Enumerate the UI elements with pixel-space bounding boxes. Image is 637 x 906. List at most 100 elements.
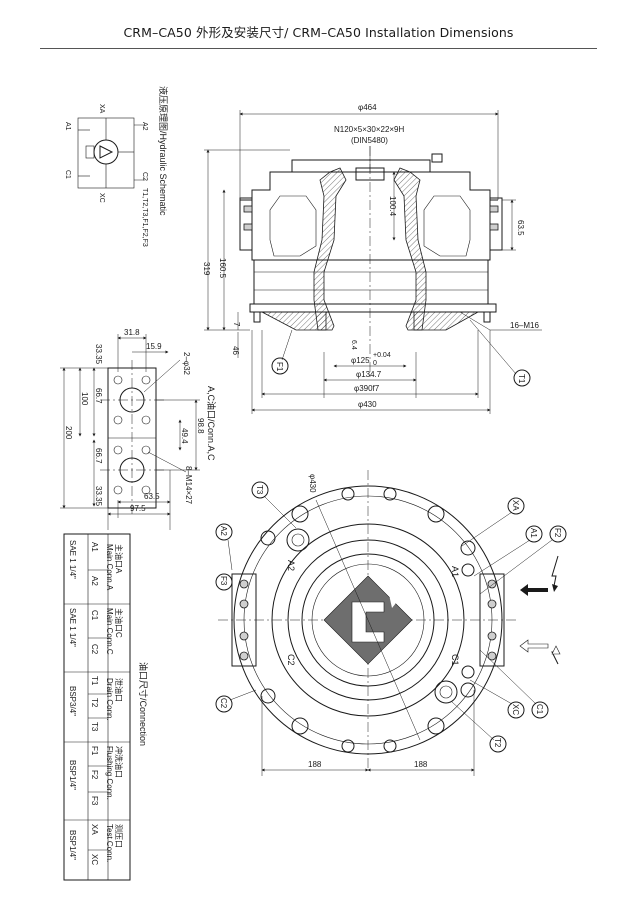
dim-66-7-bottom: 66.7 (94, 448, 103, 464)
schematic-label-drain-flush: T1,T2,T3,F1,F2,F3 (141, 188, 148, 247)
table-frame (63, 533, 131, 881)
table-size-a: SAE 1 1/4" (68, 540, 77, 579)
callout-t1 (513, 369, 531, 387)
hydraulic-schematic: A1 A2 C1 C2 XA XC T1,T2,T3,F1,F2,F3 液压原理… (64, 86, 169, 247)
dim-d464: φ464 (358, 103, 377, 112)
dim-d319: 319 (202, 262, 211, 276)
table-drain-cn: 泄油口 (114, 678, 124, 702)
front-view: A2 A1 C2 C1 φ430 188 188 T3 XA (215, 470, 567, 776)
dim-63-5: 63.5 (144, 492, 160, 501)
dim-97-5: 97.5 (130, 504, 146, 513)
dim-d430: φ430 (358, 400, 377, 409)
dim-din5480: (DIN5480) (351, 136, 388, 145)
motor-symbol (93, 139, 119, 165)
dim-16-m16: 16–M16 (510, 321, 539, 330)
lower-housing (253, 259, 489, 305)
dim-d390f7: φ390f7 (354, 384, 380, 393)
dim-31-8: 31.8 (124, 328, 140, 337)
callout-c2 (215, 695, 233, 713)
dim-33-35-top: 33.35 (94, 344, 103, 365)
port-flange-view: 31.8 15.9 33.35 66.7 100 200 66.7 33.35 (60, 328, 217, 530)
schematic-label-c2: C2 (141, 172, 148, 181)
dim-d7: 7 (232, 322, 241, 327)
dim-d6-4: 6.4 (350, 340, 357, 350)
left-lug-bolts (239, 579, 249, 661)
callout-t3 (251, 481, 269, 499)
callout-f2 (549, 525, 567, 543)
dim-200: 200 (64, 426, 73, 440)
dim-d125: φ125 (351, 356, 370, 365)
table-flush-en: Flushing Conn. (105, 746, 114, 800)
table-size-c: SAE 1 1/4" (68, 608, 77, 647)
callout-t1-label: T1 (517, 374, 526, 384)
table-size-test: BSP1/4" (68, 830, 77, 860)
table-c-en: Main Conn.C (105, 608, 114, 655)
dim-33-35-bottom: 33.35 (94, 486, 103, 507)
face-label-a2: A2 (286, 560, 296, 571)
face-label-c1: C1 (450, 654, 460, 666)
callout-f3 (215, 573, 233, 591)
table-port-t2: T2 (90, 698, 99, 708)
callout-f1-label: F1 (275, 362, 284, 372)
table-port-t1: T1 (90, 676, 99, 686)
dim-2-phi32: 2–φ32 (182, 352, 191, 376)
dim-d46: 46 (231, 346, 240, 355)
mounting-flange (249, 303, 497, 313)
table-port-f3: F3 (90, 796, 99, 806)
table-port-t3: T3 (90, 722, 99, 732)
header-divider (40, 48, 597, 49)
callout-a1 (525, 525, 543, 543)
shaft-wall-left (313, 167, 347, 331)
callout-a2-label: A2 (219, 526, 228, 536)
table-title: 油口尺寸/Connection (138, 662, 149, 746)
table-size-flush: BSP1/4" (68, 760, 77, 790)
left-lug (231, 573, 257, 667)
dim-15-9: 15.9 (146, 342, 162, 351)
port-bosses (286, 528, 475, 704)
table-port-f2: F2 (90, 770, 99, 780)
table-port-xa: XA (90, 824, 99, 835)
table-c-cn: 主油口C (114, 608, 124, 638)
callout-xa-label: XA (511, 500, 520, 511)
shaft-wall-right (393, 167, 427, 331)
table-test-cn: 测压口 (114, 824, 123, 848)
dim-d63-5: 63.5 (516, 220, 525, 236)
callout-a1-label: A1 (529, 528, 538, 538)
dim-d160-5: 160.5 (218, 258, 227, 279)
dim-100: 100 (80, 392, 89, 406)
table-port-xc: XC (90, 854, 99, 865)
dim-spline: N120×5×30×22×9H (334, 125, 405, 134)
table-size-drain: BSP3/4" (68, 686, 77, 716)
port-view-caption: A,C油口/Conn.A,C (206, 386, 217, 461)
face-label-c2: C2 (286, 654, 296, 666)
dim-d134-7: φ134.7 (356, 370, 382, 379)
callout-f1 (271, 357, 289, 375)
schematic-label-c1: C1 (64, 170, 71, 179)
dim-49-4: 49.4 (180, 428, 189, 444)
schematic-label-xa: XA (98, 104, 105, 114)
dim-d125-tol-lower: 0 (373, 360, 377, 367)
connection-table: 主油口A Main Conn.A A1 A2 SAE 1 1/4" 主油口C M… (63, 533, 149, 881)
callout-f3-label: F3 (219, 576, 228, 586)
table-port-a1: A1 (90, 542, 99, 552)
callout-xc-label: XC (511, 704, 520, 715)
right-lug (479, 573, 505, 667)
callout-a2 (215, 523, 233, 541)
callout-xc (507, 701, 525, 719)
callout-xa (507, 497, 525, 515)
schematic-label-a2: A2 (141, 122, 148, 131)
dim-d100-4: 100.4 (388, 196, 397, 217)
table-drain-en: Drain Conn. (105, 678, 114, 721)
flow-arrows (519, 555, 561, 665)
dim-8-m14x27: 8–M14×27 (184, 466, 193, 505)
schematic-label-xc: XC (98, 193, 105, 203)
front-dim-188-left: 188 (308, 760, 322, 769)
callout-c2-label: C2 (219, 698, 228, 709)
dim-66-7-top: 66.7 (94, 388, 103, 404)
front-dim-188-right: 188 (414, 760, 428, 769)
side-section-view: φ464 N120×5×30×22×9H (DIN5480) (202, 103, 542, 414)
table-port-f1: F1 (90, 746, 99, 756)
callout-c1 (531, 701, 549, 719)
table-a-cn: 主油口A (114, 544, 124, 574)
